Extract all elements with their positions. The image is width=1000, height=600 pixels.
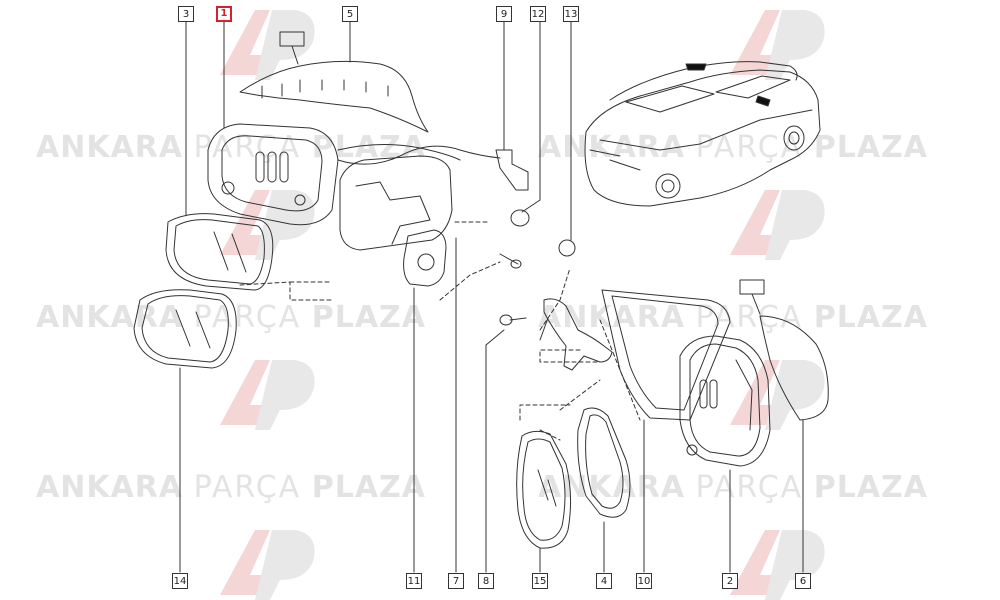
part-6-clip bbox=[739, 279, 765, 295]
watermark-text: ANKARA PARÇA PLAZA bbox=[36, 130, 427, 165]
watermark-text: ANKARA PARÇA PLAZA bbox=[538, 130, 929, 165]
callout-15: 15 bbox=[532, 573, 548, 589]
callout-5: 5 bbox=[342, 6, 358, 22]
callout-6: 6 bbox=[795, 573, 811, 589]
callout-8: 8 bbox=[478, 573, 494, 589]
leader-lines bbox=[179, 21, 804, 573]
callout-2: 2 bbox=[722, 573, 738, 589]
callout-12: 12 bbox=[530, 6, 546, 22]
callout-7: 7 bbox=[448, 573, 464, 589]
callout-13: 13 bbox=[563, 6, 579, 22]
part-11-adjuster-motor bbox=[403, 229, 447, 287]
part-2-rear-housing bbox=[679, 335, 771, 467]
part-12-cap bbox=[510, 209, 530, 227]
watermark-logo bbox=[730, 190, 825, 260]
part-15-mirror-glass bbox=[516, 430, 572, 549]
part-4-mirror-glass bbox=[577, 407, 631, 518]
part-9-connector bbox=[495, 149, 529, 191]
part-10-bracket-arm bbox=[539, 298, 613, 371]
callout-11: 11 bbox=[406, 573, 422, 589]
wiring-harness bbox=[337, 145, 501, 165]
part-mirror-base bbox=[339, 155, 453, 251]
part-3-mirror-glass bbox=[165, 213, 274, 291]
callout-3: 3 bbox=[178, 6, 194, 22]
callout-14: 14 bbox=[172, 573, 188, 589]
watermark-logos bbox=[220, 10, 825, 600]
watermark-text: ANKARA PARÇA PLAZA bbox=[36, 300, 427, 335]
watermark-text: ANKARA PARÇA PLAZA bbox=[538, 470, 929, 505]
watermark-logo bbox=[220, 360, 315, 430]
callout-4: 4 bbox=[596, 573, 612, 589]
watermark-logo bbox=[220, 530, 315, 600]
part-10-side-panel bbox=[601, 289, 731, 421]
part-14-mirror-glass bbox=[133, 289, 237, 369]
watermark-text: ANKARA PARÇA PLAZA bbox=[36, 470, 427, 505]
part-8-screw bbox=[499, 314, 527, 326]
car-mirror-marker bbox=[685, 63, 707, 71]
watermark-logo bbox=[220, 190, 315, 260]
part-5-upper-cover bbox=[239, 60, 429, 133]
callout-1: 1 bbox=[216, 6, 232, 22]
watermark-logo bbox=[730, 530, 825, 600]
part-6-outer-cover bbox=[759, 315, 829, 421]
part-7-screw bbox=[499, 253, 522, 269]
watermark-logo bbox=[220, 10, 315, 80]
part-13-cap bbox=[558, 239, 576, 257]
part-1-mirror-housing bbox=[207, 123, 461, 226]
car-illustration bbox=[584, 61, 821, 207]
car-mirror-marker bbox=[755, 95, 771, 107]
watermark-logo bbox=[730, 360, 825, 430]
callout-10: 10 bbox=[636, 573, 652, 589]
watermark-logo bbox=[730, 10, 825, 80]
callout-9: 9 bbox=[496, 6, 512, 22]
